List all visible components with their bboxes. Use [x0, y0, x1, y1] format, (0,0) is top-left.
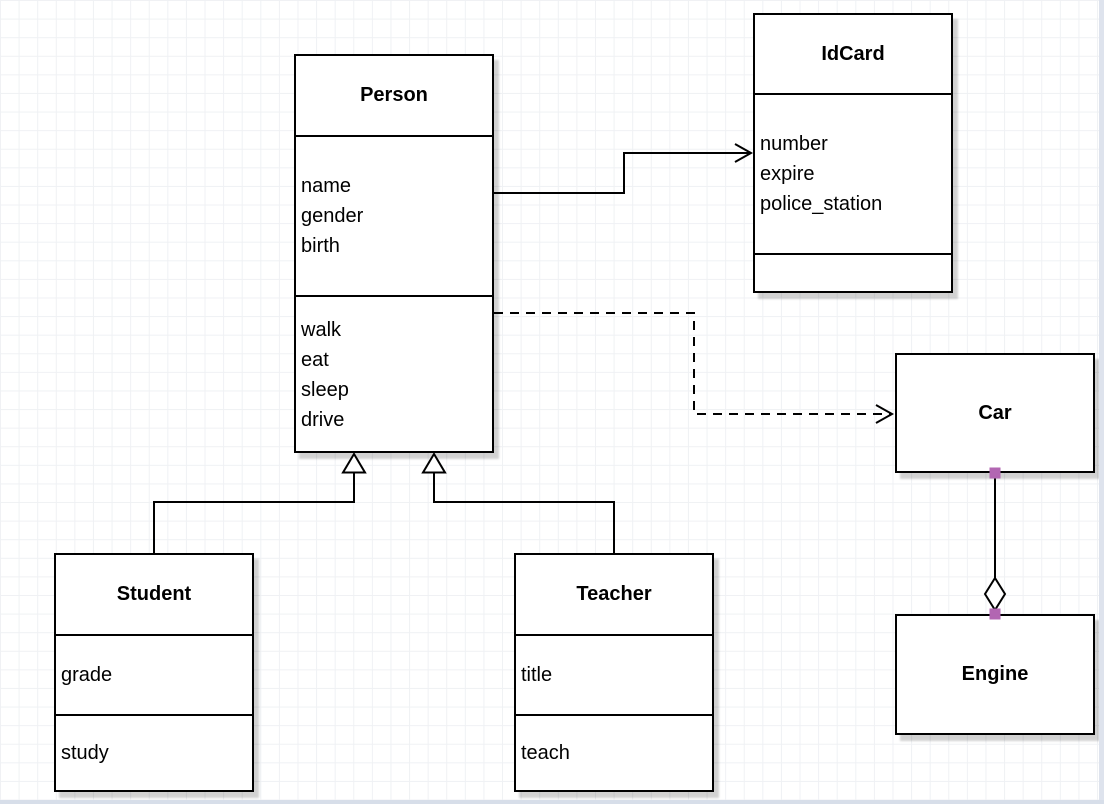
- open-arrowhead: [734, 143, 754, 163]
- edge-student-person[interactable]: [153, 452, 367, 553]
- attribute-row: gender: [301, 205, 364, 227]
- edge-student-person-line[interactable]: [153, 473, 355, 553]
- attribute-row: expire: [760, 163, 815, 185]
- class-idcard-attributes: number expire police_station: [755, 93, 951, 253]
- edge-person-car[interactable]: [494, 312, 895, 424]
- class-person-methods: walk eat sleep drive: [296, 295, 492, 453]
- class-teacher-attributes: title: [516, 634, 712, 714]
- hollow-triangle-arrowhead: [421, 452, 447, 474]
- class-person-title: Person: [360, 84, 428, 106]
- class-person-attributes: name gender birth: [296, 135, 492, 295]
- attribute-row: name: [301, 175, 352, 197]
- method-row: sleep: [301, 379, 349, 401]
- class-idcard[interactable]: IdCard number expire police_station: [753, 13, 953, 293]
- edge-person-idcard-line[interactable]: [494, 152, 750, 194]
- attribute-row: birth: [301, 235, 340, 257]
- method-row: study: [61, 742, 109, 764]
- class-car-title: Car: [978, 401, 1012, 424]
- canvas-edge-bottom: [0, 800, 1104, 804]
- class-idcard-methods-empty: [755, 253, 951, 291]
- hollow-triangle-arrowhead: [341, 452, 367, 474]
- class-engine-title: Engine: [961, 663, 1029, 685]
- class-student-attributes: grade: [56, 634, 252, 714]
- attribute-row: police_station: [760, 193, 883, 215]
- attribute-row: number: [760, 133, 828, 155]
- method-row: walk: [301, 319, 342, 341]
- class-idcard-title: IdCard: [821, 42, 885, 65]
- class-student[interactable]: Student grade study: [54, 553, 254, 792]
- edge-person-car-line[interactable]: [494, 312, 890, 415]
- method-row: drive: [301, 409, 345, 431]
- class-student-methods: study: [56, 714, 252, 790]
- class-engine[interactable]: Engine: [895, 614, 1095, 735]
- class-teacher[interactable]: Teacher title teach: [514, 553, 714, 792]
- attribute-row: title: [521, 664, 553, 686]
- edge-teacher-person-line[interactable]: [433, 473, 615, 553]
- edge-car-engine[interactable]: [983, 467, 1007, 620]
- class-person[interactable]: Person name gender birth walk eat sleep …: [294, 54, 494, 453]
- class-teacher-title: Teacher: [576, 583, 652, 605]
- hollow-diamond-arrowhead: [983, 576, 1007, 612]
- attribute-row: grade: [61, 664, 113, 686]
- method-row: teach: [521, 742, 570, 764]
- edge-teacher-person[interactable]: [421, 452, 615, 553]
- edge-person-idcard[interactable]: [494, 143, 754, 194]
- class-student-title: Student: [116, 583, 192, 605]
- class-teacher-methods: teach: [516, 714, 712, 790]
- open-arrowhead: [875, 404, 895, 424]
- method-row: eat: [301, 349, 329, 371]
- canvas-edge-right: [1099, 0, 1104, 804]
- class-car[interactable]: Car: [895, 353, 1095, 473]
